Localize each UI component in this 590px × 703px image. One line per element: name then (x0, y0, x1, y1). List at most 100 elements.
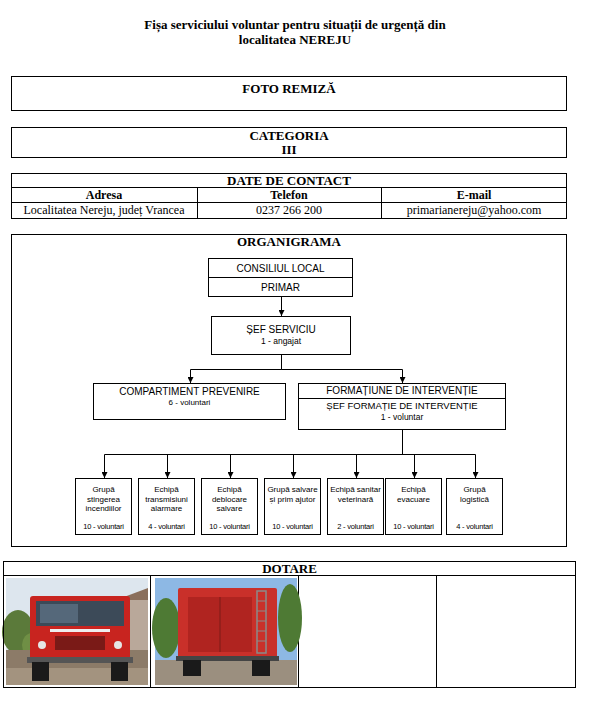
decor-line (11, 202, 567, 203)
decor-rect (188, 597, 252, 652)
node-text: 10 - voluntari (386, 522, 441, 534)
decor-line (257, 631, 266, 632)
column-header: E-mail (381, 188, 567, 203)
column-header: Telefon (197, 188, 381, 203)
node-text: 10 - voluntari (76, 522, 131, 534)
organigram-frame: ORGANIGRAMA CONSILIUL LOCALPRIMAR ȘEF SERV… (11, 234, 567, 547)
team-box: Echipă deblocare salvare10 - voluntari (201, 478, 258, 535)
node-heading: DOTARE (4, 562, 575, 576)
node-heading: ORGANIGRAMA (12, 235, 566, 249)
org-connector (231, 430, 403, 478)
node-text: 6 - voluntari (94, 398, 285, 408)
truck-photo-rear (152, 578, 302, 685)
node-text: 10 - voluntari (202, 522, 257, 534)
decor-line (150, 575, 151, 688)
node-heading: Grupă salvare și prim ajutor (265, 479, 320, 522)
decor-rect (120, 598, 148, 653)
decor-rect (6, 668, 148, 685)
node-text: PRIMAR (209, 278, 352, 296)
node-text: ȘEF FORMAȚIE DE INTERVENȚIE (299, 399, 505, 412)
org-connector (282, 355, 403, 383)
department-box: COMPARTIMENT PREVENIRE6 - voluntari (93, 383, 286, 420)
decor-line (257, 601, 266, 602)
decor-rect (257, 591, 266, 653)
decor-polygon (116, 588, 148, 600)
decor-rect (50, 629, 110, 632)
decor-line (298, 575, 299, 688)
org-connector (403, 430, 476, 478)
team-box: Echipă transmisiuni alarmare4 - voluntar… (138, 478, 195, 535)
node-heading: COMPARTIMENT PREVENIRE (94, 386, 285, 398)
node-heading: Echipă sanitar veterinară (328, 479, 383, 522)
node-text: 4 - voluntari (139, 522, 194, 534)
node-heading: Echipă transmisiuni alarmare (139, 479, 194, 522)
node-text: 4 - voluntari (447, 522, 502, 534)
document-title: Fișa serviciului voluntar pentru situați… (140, 17, 450, 47)
decor-rect (111, 662, 128, 681)
node-heading: ȘEF SERVICIU (212, 324, 350, 336)
decor-rect (27, 657, 133, 663)
team-box: Grupă logistică4 - voluntari (446, 478, 503, 535)
truck-photo-front (2, 578, 148, 685)
decor-rect (36, 601, 124, 626)
decor-rect (155, 660, 297, 685)
chief-box: ȘEF SERVICIU1 - angajat (211, 316, 351, 355)
decor-line (220, 597, 221, 652)
node-text: 10 - voluntari (265, 522, 320, 534)
team-box: Echipă evacuare10 - voluntari (385, 478, 442, 535)
authority-box: CONSILIUL LOCALPRIMAR (208, 258, 353, 297)
decor-rect (6, 650, 148, 685)
table-cell: 0237 266 200 (197, 203, 381, 219)
team-box: Grupă stingerea incendiilor10 - voluntar… (75, 478, 132, 535)
decor-line (257, 641, 266, 642)
decor-line (197, 187, 198, 218)
node-text: III (12, 143, 566, 157)
decor-rect (40, 604, 78, 623)
decor-line (436, 575, 437, 688)
decor-rect (6, 578, 148, 685)
decor-ellipse (2, 610, 34, 654)
node-heading: Grupă stingerea incendiilor (76, 479, 131, 522)
column-header: Adresa (11, 188, 197, 203)
org-connector (168, 430, 403, 478)
node-heading: CONSILIUL LOCAL (209, 259, 352, 278)
node-heading: FOTO REMIZĂ (12, 77, 566, 96)
decor-rect (155, 578, 297, 685)
formation-box: FORMAȚIUNE DE INTERVENȚIEȘEF FORMAȚIE DE… (298, 383, 506, 430)
team-box: Echipă sanitar veterinară2 - voluntari (327, 478, 384, 535)
decor-ellipse (278, 584, 302, 652)
node-text: 1 - voluntar (299, 412, 505, 423)
team-box: Grupă salvare și prim ajutor10 - volunta… (264, 478, 321, 535)
table-grid (3, 187, 576, 688)
equipment-table: DOTARE (3, 561, 576, 688)
decor-rect (252, 660, 270, 676)
decor-ellipse (152, 598, 180, 658)
category-band: CATEGORIAIII (11, 127, 567, 158)
node-heading: CATEGORIA (12, 129, 566, 143)
node-heading: FORMAȚIUNE DE INTERVENȚIE (299, 384, 505, 399)
decor-circle (114, 641, 122, 649)
org-connector (294, 430, 403, 478)
decor-rect (178, 588, 277, 660)
table-cell: Localitatea Nereju, județ Vrancea (11, 203, 197, 219)
node-text: 2 - voluntari (328, 522, 383, 534)
decor-rect (183, 660, 201, 676)
node-heading: Grupă logistică (447, 479, 502, 522)
decor-ellipse (22, 633, 42, 657)
decor-rect (55, 636, 105, 650)
node-text: 1 - angajat (212, 336, 350, 347)
node-heading: Echipă deblocare salvare (202, 479, 257, 522)
org-connector (357, 430, 403, 478)
org-connector (191, 355, 282, 383)
decor-rect (176, 656, 279, 661)
decor-rect (30, 596, 130, 660)
node-heading: Echipă evacuare (386, 479, 441, 522)
decor-line (381, 187, 382, 218)
org-connector (105, 430, 403, 478)
org-connector (403, 430, 415, 478)
photo-band: FOTO REMIZĂ (11, 76, 567, 111)
decor-line (257, 611, 266, 612)
